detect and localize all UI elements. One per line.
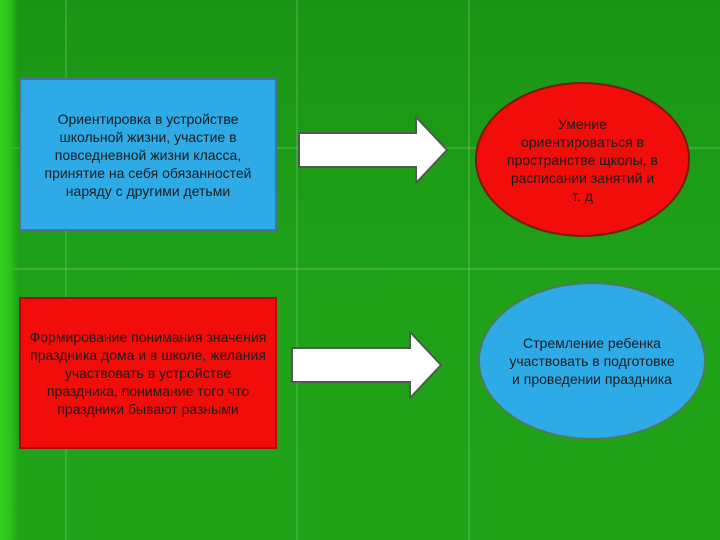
- source-text-holiday-understanding: Формирование понимания значения праздник…: [29, 329, 267, 417]
- grid-line: [296, 0, 298, 540]
- right-arrow-icon: [291, 331, 443, 399]
- source-box-holiday-understanding: Формирование понимания значения праздник…: [19, 297, 277, 449]
- result-ellipse-holiday-participation: Стремление ребенка участвовать в подгото…: [478, 282, 706, 440]
- right-arrow-icon: [298, 116, 449, 184]
- result-text-school-navigation: Умение ориентироваться в пространстве щк…: [507, 115, 658, 204]
- grid-line: [65, 0, 67, 540]
- grid-line: [468, 0, 470, 540]
- source-text-school-orientation: Ориентировка в устройстве школьной жизни…: [44, 110, 252, 199]
- grid-line: [0, 268, 720, 270]
- left-accent-bar: [0, 0, 18, 540]
- result-text-holiday-participation: Стремление ребенка участвовать в подгото…: [509, 335, 675, 387]
- result-ellipse-school-navigation: Умение ориентироваться в пространстве щк…: [475, 82, 690, 237]
- source-box-school-orientation: Ориентировка в устройстве школьной жизни…: [19, 78, 277, 231]
